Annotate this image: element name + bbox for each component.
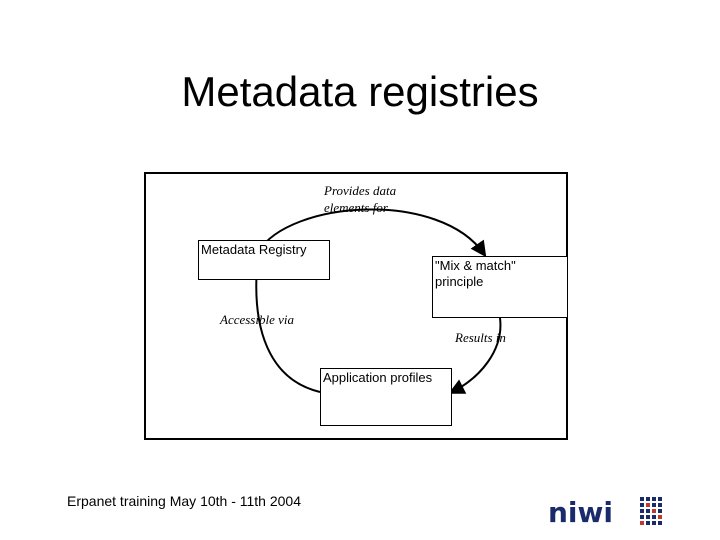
node-application-profiles: Application profiles (320, 368, 452, 426)
edge-label-accessible: Accessible via (220, 312, 294, 327)
edge-label-results: Results in (455, 330, 506, 345)
niwi-logo: niwi (548, 494, 672, 535)
node-application-profiles-label: Application profiles (323, 370, 433, 385)
node-mix-match-label: "Mix & match" principle (435, 258, 516, 289)
niwi-logo-icon: niwi (548, 496, 662, 529)
edge-label-provides-text: Provides data elements for (324, 183, 397, 215)
arrow-results (448, 317, 502, 394)
node-mix-match: "Mix & match" principle (432, 256, 568, 318)
slide-title: Metadata registries (181, 68, 539, 115)
slide-footer: Erpanet training May 10th - 11th 2004 (67, 493, 302, 509)
node-metadata-registry: Metadata Registry (198, 240, 330, 280)
arrow-provides (257, 208, 487, 258)
node-metadata-registry-label: Metadata Registry (201, 242, 307, 257)
edge-label-provides: Provides data elements for (324, 182, 414, 216)
niwi-logo-text: niwi (548, 496, 613, 529)
arrow-accessible (248, 252, 321, 393)
